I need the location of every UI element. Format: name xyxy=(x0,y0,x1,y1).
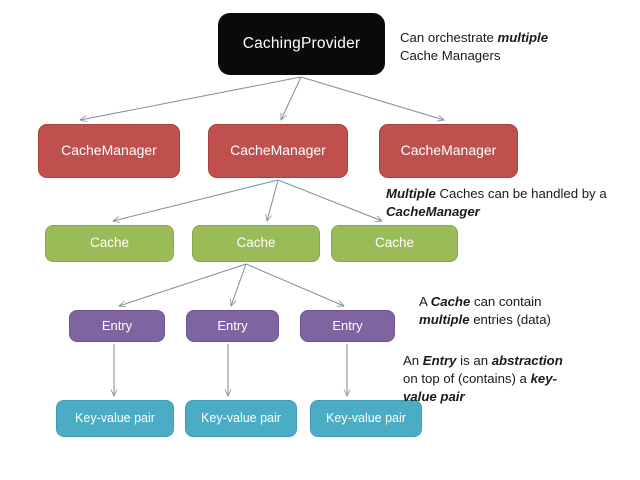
node-entry-2[interactable]: Entry xyxy=(186,310,279,342)
annotation-text: entries (data) xyxy=(469,312,551,328)
node-cachemanager-1[interactable]: CacheManager xyxy=(38,124,180,178)
annotation-emphasis: multiple xyxy=(419,312,470,328)
connector-arrow xyxy=(113,179,279,221)
annotation-line: Can orchestrate multiple xyxy=(400,29,548,47)
annotation-text: can contain xyxy=(470,294,542,309)
annotation-text: on top of (contains) a xyxy=(403,371,531,387)
annotation-text: is an xyxy=(456,353,492,368)
annotation-emphasis: Entry xyxy=(422,353,457,368)
node-cache-2[interactable]: Cache xyxy=(192,225,320,262)
annotation-line: value pair xyxy=(403,388,563,406)
annotation-text: Can orchestrate xyxy=(400,30,498,45)
node-entry-1[interactable]: Entry xyxy=(69,310,165,342)
annotation-line: CacheManager xyxy=(386,203,607,221)
node-cachingprovider-1[interactable]: CachingProvider xyxy=(218,13,385,75)
annotation-line: on top of (contains) a key- xyxy=(403,370,563,388)
node-key-value-pair-3[interactable]: Key-value pair xyxy=(310,400,422,437)
annotation-emphasis: Multiple xyxy=(386,186,436,201)
connector-arrow xyxy=(300,76,444,120)
connector-arrow xyxy=(80,76,302,120)
annotation-line: A Cache can contain xyxy=(419,293,551,311)
annotation-line: Cache Managers xyxy=(400,47,548,65)
node-cache-3[interactable]: Cache xyxy=(331,225,458,262)
annotation-text: Cache Managers xyxy=(400,48,501,64)
connector-arrow xyxy=(245,263,344,306)
annotation-emphasis: key- xyxy=(530,371,557,387)
connector-arrow xyxy=(119,263,247,306)
annotation-emphasis: abstraction xyxy=(491,353,563,368)
node-key-value-pair-1[interactable]: Key-value pair xyxy=(56,400,174,437)
annotation-emphasis: value pair xyxy=(403,389,465,405)
annotation-line: An Entry is an abstraction xyxy=(403,352,563,370)
connector-arrow xyxy=(280,76,302,120)
annotation-text: Caches can be handled by a xyxy=(435,186,607,201)
node-cache-1[interactable]: Cache xyxy=(45,225,174,262)
node-key-value-pair-2[interactable]: Key-value pair xyxy=(185,400,297,437)
annotation-emphasis: multiple xyxy=(497,30,549,45)
annotation-line: Multiple Caches can be handled by a xyxy=(386,185,607,203)
connector-arrow xyxy=(231,263,247,306)
connector-arrow xyxy=(277,179,382,221)
node-cachemanager-2[interactable]: CacheManager xyxy=(208,124,348,178)
node-entry-3[interactable]: Entry xyxy=(300,310,395,342)
node-cachemanager-3[interactable]: CacheManager xyxy=(379,124,518,178)
connector-arrow xyxy=(267,179,279,221)
annotation-text: A xyxy=(419,294,431,309)
annotation-line: multiple entries (data) xyxy=(419,311,551,329)
annotation-emphasis: Cache xyxy=(430,294,471,309)
annotation-emphasis: CacheManager xyxy=(386,204,480,220)
annotation-text: An xyxy=(403,353,423,368)
